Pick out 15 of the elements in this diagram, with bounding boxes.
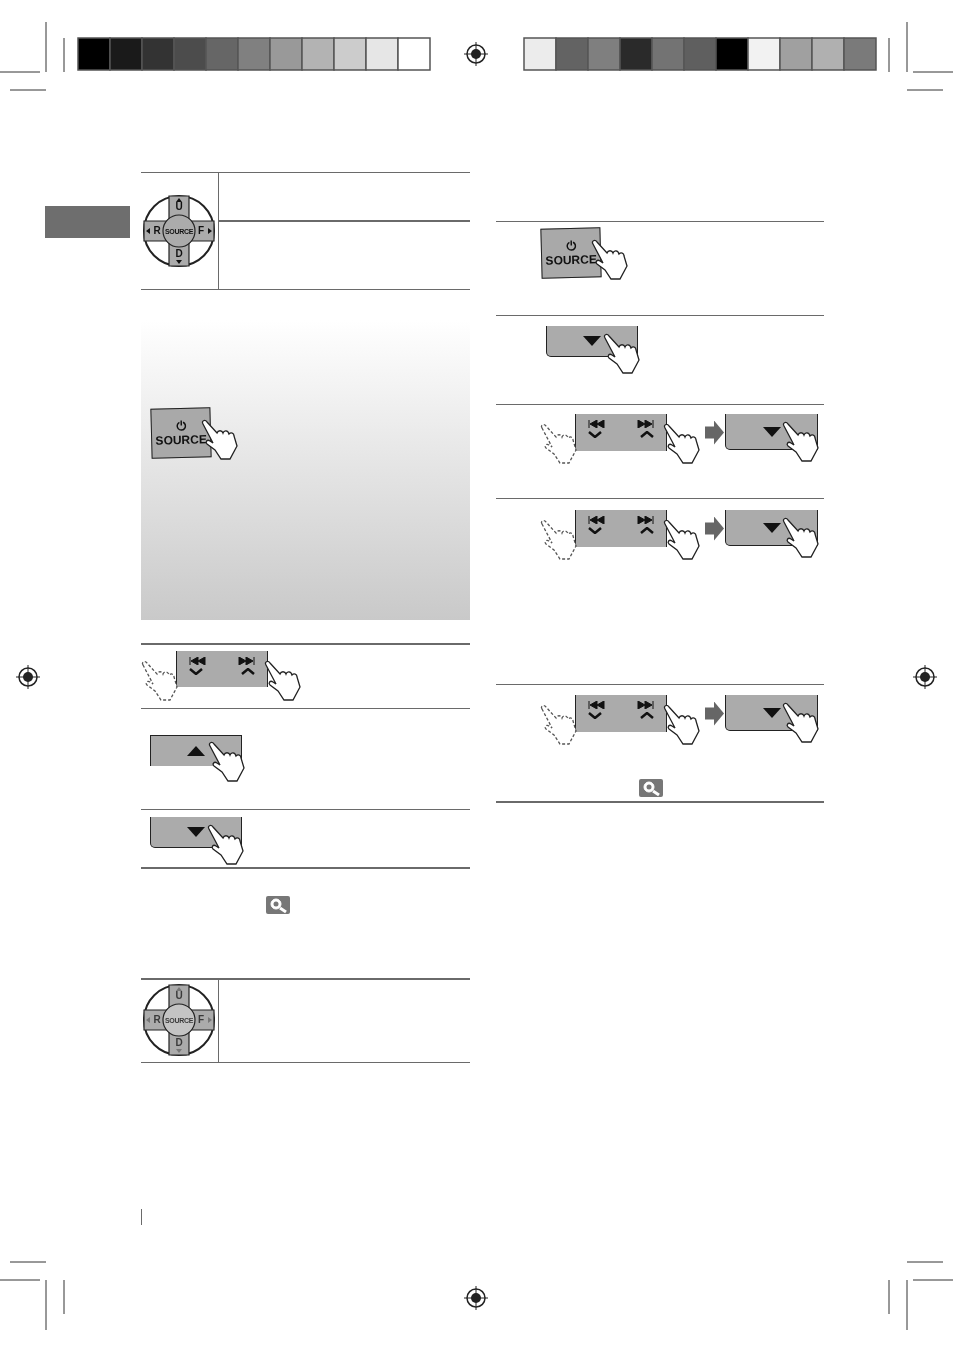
button-label: U	[175, 991, 183, 1001]
button-label: F	[197, 226, 205, 236]
button-label: U	[175, 202, 183, 212]
skip-buttons	[575, 695, 667, 732]
skip-buttons	[575, 414, 667, 451]
button-label: F	[197, 1015, 205, 1025]
skip-buttons	[176, 651, 268, 687]
button-label: D	[175, 249, 183, 259]
button-label: R	[153, 226, 161, 236]
button-label: R	[153, 1015, 161, 1025]
button-label: D	[175, 1038, 183, 1048]
source-button: SOURCE	[540, 227, 602, 279]
skip-buttons	[575, 510, 667, 547]
section-tab	[45, 206, 130, 238]
source-button: SOURCE	[150, 407, 212, 459]
